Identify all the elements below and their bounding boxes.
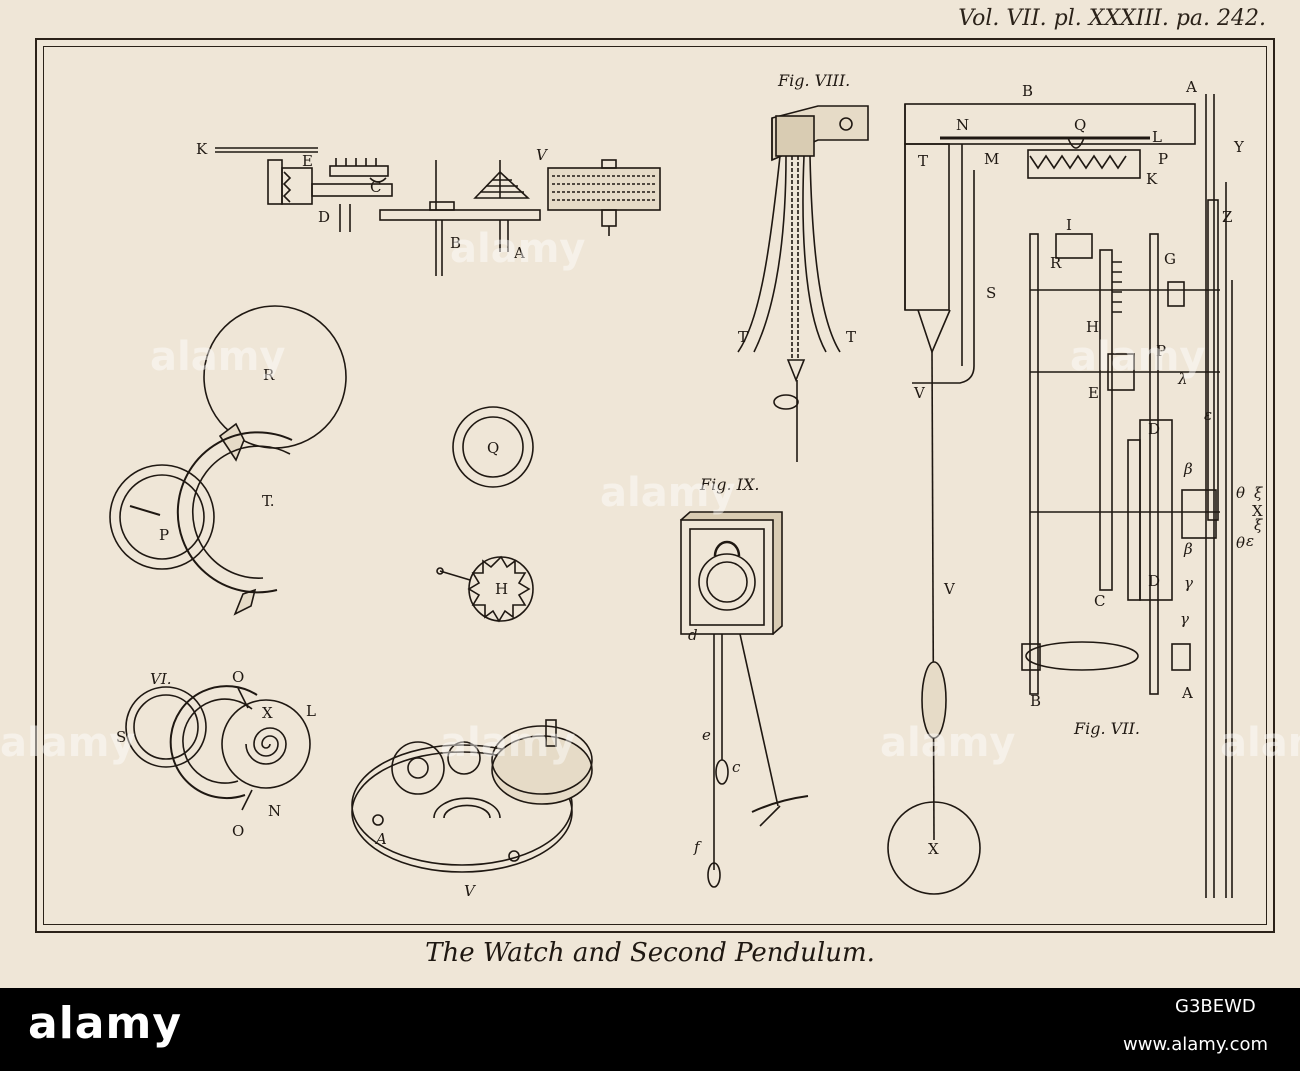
train-label-c: C (370, 178, 381, 196)
site-url[interactable]: www.alamy.com (1123, 1034, 1269, 1055)
plate-reference: Vol. VII. pl. XXXIII. pa. 242. (958, 6, 1266, 31)
fig-vii-label-a-top: A (1185, 78, 1197, 96)
fig-ix-title: Fig. IX. (699, 475, 759, 494)
fig-vii-label-beta-2: β (1183, 540, 1193, 558)
fig-vii-label-p-top: P (1158, 150, 1168, 168)
alamy-logo: alamy (28, 998, 182, 1049)
plate-illustration: K E C D V B A R T. P Q (109, 71, 1263, 900)
fig-vii-label-s: S (986, 284, 996, 302)
fig-vii-label-lambda: λ (1177, 370, 1188, 388)
train-label-e: E (302, 152, 313, 170)
fig-vii-label-n: N (956, 116, 969, 134)
fig-vii-label-e: E (1088, 384, 1099, 402)
fig-vii-label-x-side: X (1252, 502, 1263, 520)
watermark: alamy (600, 470, 736, 516)
fig-vii-label-z: Z (1222, 208, 1232, 226)
fig-vii-label-k: K (1146, 170, 1158, 188)
balance-label-x: X (262, 704, 273, 722)
fig-vii-label-theta-2: θ (1236, 534, 1245, 552)
wheel-label-t: T. (262, 492, 275, 510)
watermark: alamy (1220, 720, 1300, 766)
stock-footer-bar: alamy G3BEWD www.alamy.com (0, 988, 1300, 1071)
crown-wheel-q: Q (452, 406, 534, 488)
fig-vii-label-q: Q (1074, 116, 1086, 134)
train-label-k: K (196, 140, 208, 158)
train-label-v: V (536, 146, 549, 164)
movement-label-v: V (464, 882, 477, 900)
fig-viii-suspension: Fig. VIII. T T (737, 71, 869, 462)
watermark: alamy (880, 720, 1016, 766)
balance-label-vi: VI. (150, 670, 172, 688)
balance-label-s: S (116, 728, 126, 746)
wheel-label-r: R (263, 366, 275, 384)
fig-vii-label-epsilon-1: ε (1204, 406, 1212, 424)
fig-vii-title: Fig. VII. (1073, 719, 1140, 738)
fig-vii-label-gamma-1: γ (1184, 574, 1193, 592)
wheel-label-h: H (495, 580, 508, 598)
fig-vii-label-i: I (1066, 216, 1072, 234)
fig-vii-label-g: G (1164, 250, 1176, 268)
balance-label-n: N (268, 802, 281, 820)
fig-vii-label-xi-1: ξ (1254, 484, 1263, 502)
watermark: alamy (0, 720, 136, 766)
fig-vii-label-x-bob: X (928, 840, 939, 858)
wheel-label-q: Q (487, 439, 499, 457)
balance-label-l: L (306, 702, 316, 720)
escapement-wheels-figure: R T. P (109, 305, 347, 616)
fig-vii-label-t: T (918, 152, 928, 170)
fig-vii-label-b-top: B (1022, 82, 1033, 100)
fig-vii-label-d-top: D (1148, 420, 1160, 438)
fig-vii-label-xi-2: ξ (1254, 516, 1263, 534)
fig-vii-label-c: C (1094, 592, 1105, 610)
fig-vii-label-v-mid: V (943, 580, 956, 598)
fig-ix-clock: Fig. IX. d e c f (679, 475, 809, 888)
plate-caption: The Watch and Second Pendulum. (425, 938, 875, 968)
balance-label-o-bottom: O (232, 822, 244, 840)
fig-viii-title: Fig. VIII. (777, 71, 850, 90)
fig-vii-label-epsilon-2: ε (1246, 532, 1254, 550)
fig-vii-pendulum: Fig. VII. B N Q L T M P K A Y Z I R G S … (887, 78, 1263, 898)
balance-label-o-top: O (232, 668, 244, 686)
fig-ix-label-f: f (693, 838, 702, 856)
fig-vii-label-theta-1: θ (1236, 484, 1245, 502)
fig-vii-label-gamma-2: γ (1180, 610, 1189, 628)
plate-border-inner (43, 46, 1267, 925)
engraved-plate-page: Vol. VII. pl. XXXIII. pa. 242. (0, 0, 1300, 988)
fig-vii-label-l: L (1152, 128, 1162, 146)
movement-label-a: A (374, 830, 387, 848)
fig-ix-label-e: e (702, 726, 711, 744)
fig-vii-label-b-bottom: B (1030, 692, 1041, 710)
watermark: alamy (1070, 334, 1206, 380)
train-label-d: D (318, 208, 330, 226)
watermark: alamy (450, 226, 586, 272)
train-label-a: A (513, 244, 525, 262)
fig-vii-label-d-bottom: D (1148, 572, 1160, 590)
fig-vii-label-h: H (1086, 318, 1099, 336)
watch-train-figure: K E C D V B A (196, 140, 661, 276)
fig-vii-label-v-top: V (913, 384, 926, 402)
watermark: alamy (440, 720, 576, 766)
fig-vii-label-y: Y (1233, 138, 1245, 156)
image-id: G3BEWD (1175, 996, 1256, 1017)
fig-ix-label-d: d (688, 626, 698, 644)
fig-vii-label-beta-1: β (1183, 460, 1193, 478)
ratchet-wheel-h: H (436, 555, 534, 623)
balance-spring-figure: VI. O X L S N O (116, 668, 316, 840)
wheel-label-p: P (159, 526, 169, 544)
fig-viii-label-t-left: T (738, 328, 748, 346)
watermark: alamy (150, 334, 286, 380)
fig-vii-label-a-bottom: A (1181, 684, 1193, 702)
plate-border-outer (35, 38, 1275, 933)
train-label-b: B (450, 234, 461, 252)
fig-ix-label-c: c (732, 758, 741, 776)
fig-vii-label-r: R (1050, 254, 1062, 272)
watch-movement-figure: A V (351, 719, 593, 900)
fig-vii-label-p-mid: P (1156, 342, 1166, 360)
fig-viii-label-t-right: T (846, 328, 856, 346)
fig-vii-label-m: M (984, 150, 999, 168)
